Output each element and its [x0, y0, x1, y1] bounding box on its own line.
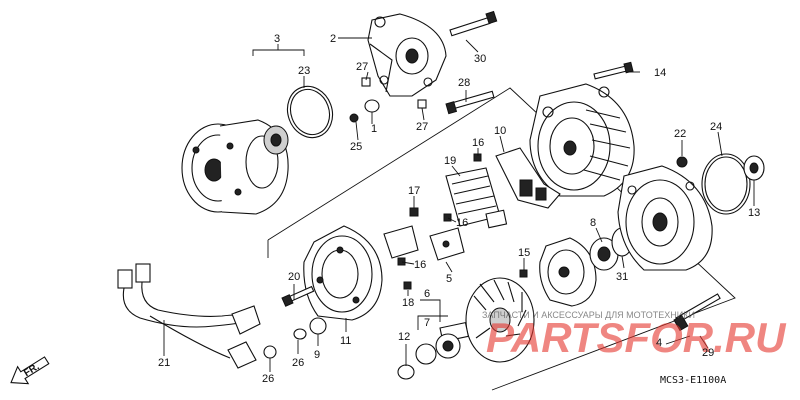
callout-17: 17: [408, 185, 420, 197]
part-17-bolt: [409, 207, 419, 217]
part-28-bolt: [445, 90, 495, 115]
callout-25: 25: [350, 141, 362, 153]
part-16-screw-c: [397, 257, 406, 266]
part-3-gear-case: [181, 119, 289, 215]
part-19-regulator: [445, 167, 508, 229]
callout-28: 28: [458, 77, 470, 89]
part-16-screw-b: [443, 213, 452, 222]
front-direction-arrow: FR.: [10, 356, 50, 385]
diagram-code: MCS3-E1100A: [660, 375, 726, 386]
callout-16-c: 16: [414, 259, 426, 271]
watermark: ЗАПЧАСТИ И АКСЕССУАРЫ ДЛЯ МОТОТЕХНИКИ PA…: [482, 310, 787, 361]
callout-11: 11: [340, 335, 351, 347]
callout-6: 6: [424, 288, 430, 300]
callout-20: 20: [288, 271, 300, 283]
callout-21: 21: [158, 357, 170, 369]
callout-23: 23: [298, 65, 310, 77]
part-1-collar: [364, 99, 380, 113]
part-20-bolt: [281, 285, 315, 307]
callout-2: 2: [330, 33, 336, 45]
part-27-dowel-b: [417, 99, 427, 109]
callout-16-a: 16: [472, 137, 484, 149]
callout-9: 9: [314, 349, 320, 361]
watermark-tagline: ЗАПЧАСТИ И АКСЕССУАРЫ ДЛЯ МОТОТЕХНИКИ: [482, 310, 695, 320]
callout-7: 7: [424, 317, 430, 329]
callout-22: 22: [674, 128, 686, 140]
callout-5: 5: [446, 273, 452, 285]
part-14-bolt: [593, 61, 634, 80]
callout-26-b: 26: [262, 373, 274, 385]
callout-8: 8: [590, 217, 596, 229]
part-9-grommet: [309, 317, 327, 335]
callout-15: 15: [518, 247, 530, 259]
callout-1: 1: [371, 123, 377, 135]
callout-4: 4: [656, 337, 662, 349]
part-26-collar-a: [293, 328, 307, 340]
callout-30: 30: [474, 53, 486, 65]
callout-26-a: 26: [292, 357, 304, 369]
part-26-collar-b: [263, 345, 277, 359]
callout-12: 12: [398, 331, 410, 343]
part-11-stator: [303, 225, 383, 321]
part-5-terminal: [383, 225, 465, 261]
callout-3: 3: [274, 33, 280, 45]
callout-27-b: 27: [416, 121, 428, 133]
callout-27-a: 27: [356, 61, 368, 73]
part-4-front-housing: [617, 165, 713, 271]
callout-numbers: 1 2 3 4 5 6 7 8 9 10 11 12 13 14 15 16 1…: [158, 33, 760, 385]
part-24-o-ring: [701, 153, 751, 215]
part-15-screw: [519, 269, 528, 278]
callout-10: 10: [494, 125, 506, 137]
part-10-rear-housing: [529, 83, 635, 197]
watermark-brand: PARTSFOR.RU: [486, 314, 787, 361]
part-25-nut: [349, 113, 359, 123]
part-fan-plate: [539, 237, 597, 307]
callout-31: 31: [616, 271, 628, 283]
part-29-bolt: [673, 293, 721, 332]
part-30-bolt: [449, 10, 498, 37]
part-27-dowel-a: [361, 77, 371, 87]
callout-14: 14: [654, 67, 666, 79]
part-12-nut: [397, 364, 415, 380]
part-18-screw: [403, 281, 412, 290]
callout-19: 19: [444, 155, 456, 167]
callout-16-b: 16: [456, 217, 468, 229]
part-22-nut: [676, 156, 688, 168]
part-6-rotor: [435, 277, 535, 363]
callout-29: 29: [702, 347, 714, 359]
leader-lines: [163, 37, 755, 372]
part-23-o-ring: [286, 85, 334, 139]
callout-24: 24: [710, 121, 722, 133]
part-2-cover: [367, 13, 447, 97]
callout-13: 13: [748, 207, 760, 219]
part-7-snap-ring: [415, 343, 437, 365]
part-16-screw-a: [473, 153, 482, 162]
callout-18: 18: [402, 297, 414, 309]
brush-holder-assembly: [495, 147, 561, 209]
part-21-wire-harness: [117, 263, 261, 369]
